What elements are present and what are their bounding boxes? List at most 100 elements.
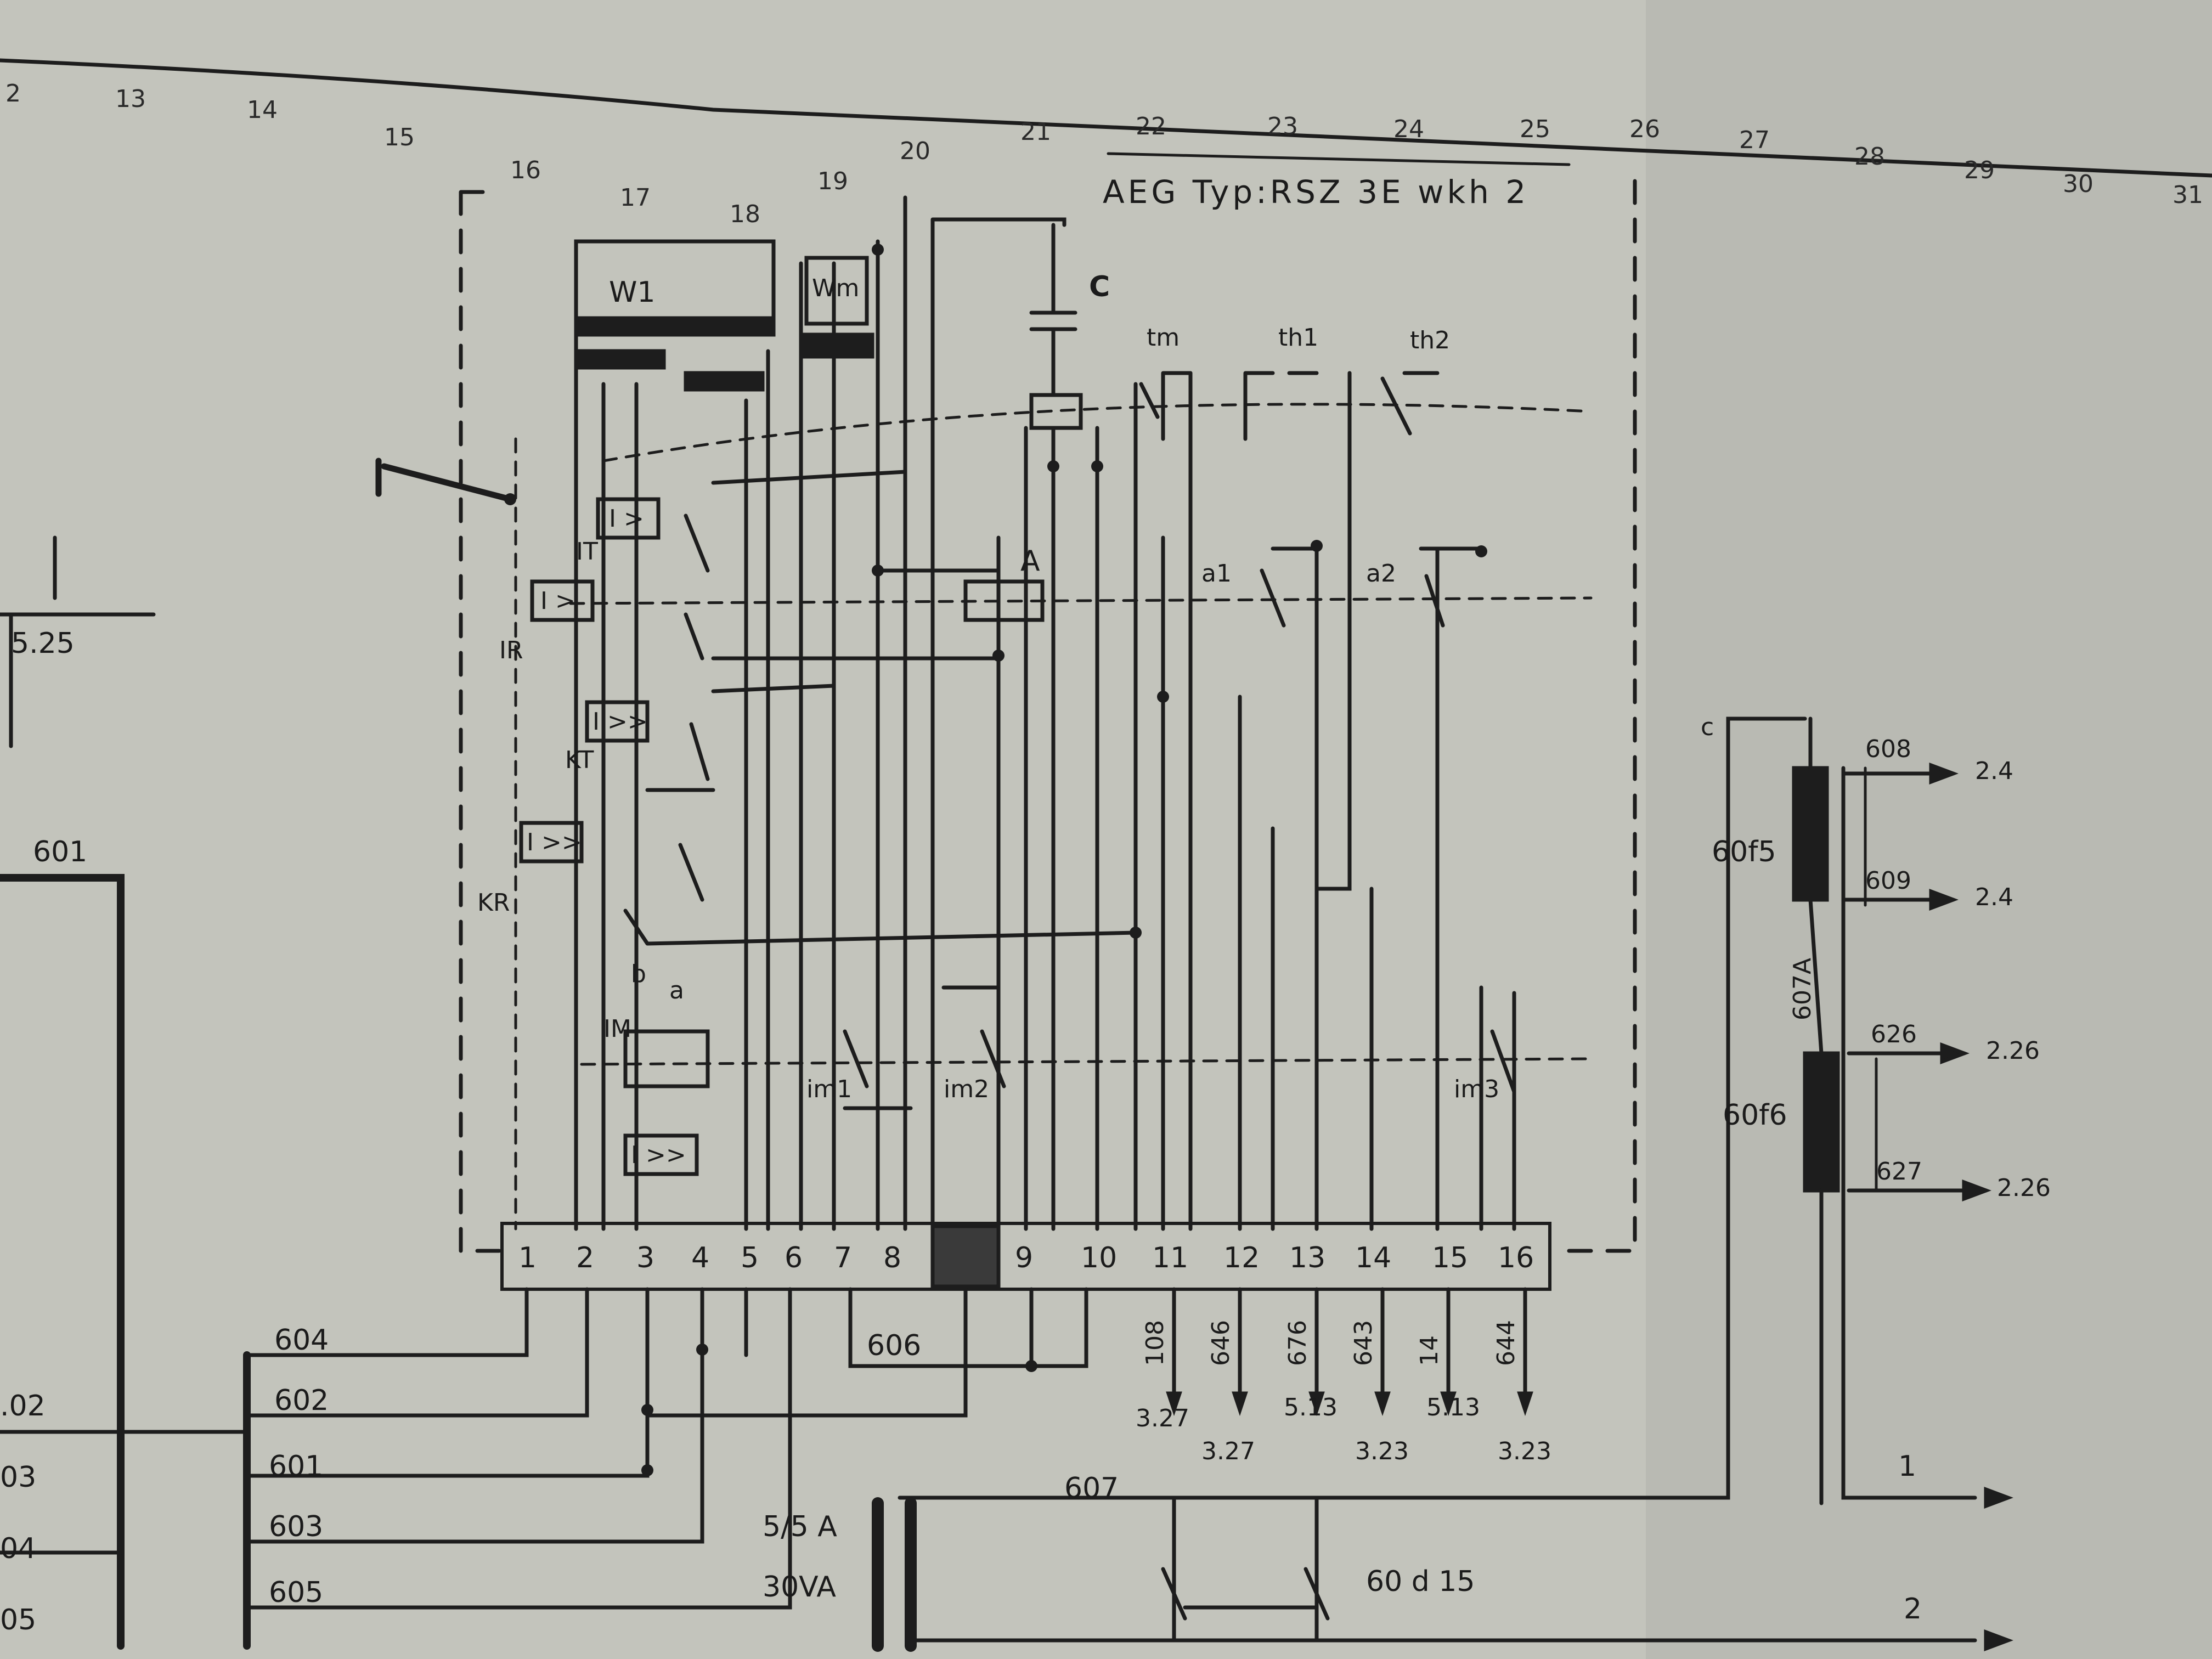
- w1-bar-2: [574, 349, 666, 370]
- left-ref: 5.25: [11, 627, 75, 660]
- ruler-3: 15: [384, 123, 415, 151]
- ref-609: 2.4: [1975, 883, 2013, 911]
- wire-601: 601: [269, 1450, 323, 1483]
- label-im2: im2: [944, 1075, 989, 1103]
- output-wire-646: 646: [1207, 1320, 1235, 1366]
- ct-power: 30VA: [763, 1571, 836, 1604]
- bottom-wiring: [245, 716, 1807, 1610]
- terminal-13: 13: [1289, 1242, 1325, 1274]
- ct-ratio: 5/5 A: [763, 1510, 837, 1543]
- ruler-11: 23: [1267, 112, 1298, 140]
- wm-bar: [799, 332, 874, 359]
- output-wire-644: 644: [1492, 1320, 1520, 1366]
- xfmr-secondaries: [1864, 766, 1878, 1192]
- left-row-3: 05: [0, 1604, 36, 1637]
- im-symbol: I >>: [631, 1141, 686, 1169]
- capacitor-c: [1029, 223, 1077, 397]
- xfmr-60f5: [1792, 766, 1829, 902]
- terminal-14: 14: [1355, 1242, 1391, 1274]
- output-ref-1: 3.27: [1201, 1437, 1255, 1465]
- ruler-4: 16: [510, 156, 541, 184]
- terminal-7: 7: [834, 1242, 852, 1274]
- output-ref-2: 5.13: [1284, 1393, 1338, 1421]
- terminal-4: 4: [691, 1242, 709, 1274]
- terminal-8: 8: [883, 1242, 901, 1274]
- column-ruler: 2 13 14 15 16 17 18 19 20 21 22 23 24 25…: [5, 80, 2203, 228]
- terminal-10: 10: [1081, 1242, 1117, 1274]
- output-ref-4: 5.13: [1426, 1393, 1480, 1421]
- paper-fold-shadow: [1646, 0, 2212, 1659]
- im-contacts: [843, 985, 1516, 1110]
- mechanical-linkage: [514, 403, 1593, 1231]
- label-it: IT: [576, 538, 598, 566]
- label-kt: KT: [565, 746, 594, 774]
- label-ir: IR: [499, 636, 523, 664]
- wire-626: 626: [1871, 1020, 1917, 1048]
- trip-wiring: [645, 470, 907, 792]
- terminal-numbers: 1 2 3 4 5 6 7 8 9 10 11 12 13 14 15 16: [518, 1242, 1534, 1274]
- kt-element: [585, 700, 650, 743]
- label-a2: a2: [1366, 560, 1396, 588]
- wire-604: 604: [274, 1324, 329, 1357]
- label-w1: W1: [609, 276, 656, 309]
- label-th2: th2: [1410, 326, 1450, 354]
- left-panel-box: [0, 874, 125, 1650]
- im-fast-element: [623, 1133, 699, 1176]
- wire-605: 605: [269, 1576, 323, 1609]
- label-a1: a1: [1201, 560, 1232, 588]
- wire-606: 606: [867, 1329, 921, 1362]
- ruler-18: 30: [2063, 170, 2094, 198]
- label-tm: tm: [1147, 324, 1180, 352]
- ruler-5: 17: [620, 184, 651, 212]
- left-row-2: 04: [0, 1532, 36, 1565]
- ruler-14: 26: [1629, 115, 1660, 143]
- wire-labels: 604 602 601 603 605 606 607: [269, 1324, 1119, 1609]
- terminal-11: 11: [1152, 1242, 1188, 1274]
- label-a-relay: A: [1020, 545, 1040, 578]
- xfmr-wiring: [1808, 716, 1977, 1505]
- wire-609: 609: [1865, 867, 1911, 895]
- left-ref-switch: [0, 535, 156, 748]
- label-b: b: [631, 960, 646, 988]
- aux-contacts: [1260, 546, 1483, 628]
- out-2: 2: [1904, 1593, 1922, 1626]
- label-th1: th1: [1278, 324, 1318, 352]
- ct-bars: [872, 1497, 917, 1652]
- ruler-6: 18: [730, 200, 760, 228]
- out-1: 1: [1898, 1450, 1916, 1483]
- terminal-hatched: [930, 1224, 1001, 1289]
- terminal-12: 12: [1223, 1242, 1260, 1274]
- terminal-9: 9: [1015, 1242, 1033, 1274]
- left-row-0: .02: [0, 1390, 46, 1423]
- kr-symbol: I >>: [527, 828, 582, 856]
- ruler-1: 13: [115, 85, 146, 113]
- label-wm: Wm: [812, 274, 859, 302]
- ref-627: 2.26: [1997, 1174, 2051, 1202]
- wm-box: [804, 256, 869, 326]
- wire-607: 607: [1064, 1472, 1119, 1505]
- w1-bar: [574, 316, 776, 337]
- ruler-19: 31: [2172, 181, 2203, 209]
- ref-608: 2.4: [1975, 757, 2013, 785]
- w1-bar-3: [684, 371, 765, 392]
- lever-bar: [375, 458, 514, 503]
- label-607a: 607A: [1788, 958, 1816, 1020]
- ruler-12: 24: [1393, 115, 1424, 143]
- title-underline: [1107, 152, 1571, 166]
- output-wire-14: 14: [1415, 1335, 1443, 1366]
- label-im3: im3: [1454, 1075, 1499, 1103]
- it-element: [596, 497, 661, 540]
- ruler-9: 21: [1020, 118, 1051, 146]
- ir-element: [530, 579, 595, 622]
- terminal-5: 5: [741, 1242, 759, 1274]
- terminal-3: 3: [636, 1242, 654, 1274]
- output-down-arrows: [1166, 1391, 1533, 1417]
- terminal-6: 6: [785, 1242, 803, 1274]
- terminal-1: 1: [518, 1242, 537, 1274]
- left-row-1: 03: [0, 1461, 36, 1494]
- terminal-2: 2: [576, 1242, 594, 1274]
- outputs: 108 646 676 643 14 644 3.27 3.27 5.13 3.…: [1136, 1320, 1551, 1465]
- ir-symbol: I >: [540, 587, 575, 615]
- xfmr-60f6: [1803, 1051, 1840, 1193]
- label-60f5: 60f5: [1712, 836, 1776, 868]
